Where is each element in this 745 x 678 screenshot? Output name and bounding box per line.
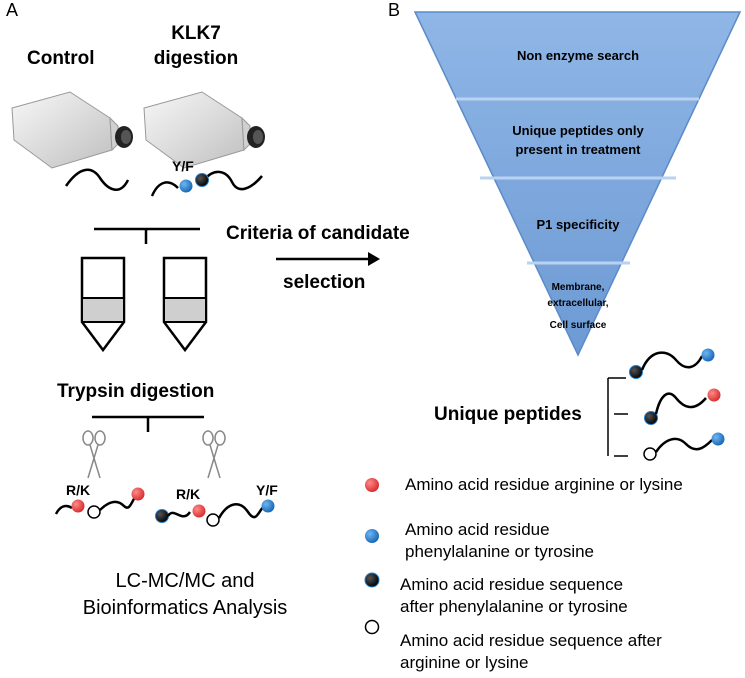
white-residue-dot bbox=[206, 513, 220, 527]
unique-peptide-3 bbox=[654, 437, 713, 453]
legend-blue-text-line1: Amino acid residue bbox=[405, 520, 550, 539]
funnel-step-4-line1: Membrane, bbox=[551, 282, 605, 293]
white-residue-dot bbox=[643, 447, 657, 461]
white-residue-dot bbox=[87, 505, 101, 519]
panel-a-letter: A bbox=[6, 0, 19, 20]
trypsin-peptide-2 bbox=[99, 495, 137, 511]
control-flask bbox=[11, 91, 133, 169]
legend-red-marker bbox=[365, 478, 379, 492]
funnel-step-2-line1: Unique peptides only bbox=[512, 123, 644, 138]
black-residue-dot bbox=[644, 411, 658, 425]
black-residue-dot bbox=[155, 509, 169, 523]
funnel-step-4-line2: extracellular, bbox=[547, 298, 609, 309]
funnel-step-1: Non enzyme search bbox=[516, 48, 640, 63]
rk-label-right: R/K bbox=[176, 486, 201, 502]
unique-peptides-bracket bbox=[607, 377, 628, 457]
merge-bracket-bottom bbox=[92, 415, 204, 432]
legend-white-text-line1: Amino acid residue sequence after bbox=[400, 631, 662, 650]
legend-black-text-line1: Amino acid residue sequence bbox=[400, 575, 624, 594]
unique-peptide-2 bbox=[654, 392, 707, 415]
control-peptide bbox=[64, 168, 130, 191]
yf-label-bottom: Y/F bbox=[256, 482, 278, 498]
blue-residue-dot bbox=[179, 179, 193, 193]
legend-black-text-line2: after phenylalanine or tyrosine bbox=[400, 597, 628, 616]
yf-label-top: Y/F bbox=[172, 158, 194, 174]
trypsin-peptide-1 bbox=[54, 504, 73, 515]
rk-label-left: R/K bbox=[66, 482, 91, 498]
scissors-icon bbox=[82, 430, 106, 479]
legend-red-text: Amino acid residue arginine or lysine bbox=[405, 475, 683, 494]
merge-bracket-top bbox=[94, 227, 200, 244]
selection-funnel bbox=[413, 11, 742, 357]
arrow-label-line1: Criteria of candidate bbox=[226, 223, 410, 244]
sample-tube-1 bbox=[80, 256, 126, 353]
analysis-label-line1: LC-MC/MC and bbox=[115, 570, 255, 592]
red-residue-dot bbox=[192, 504, 206, 518]
red-residue-dot bbox=[71, 499, 85, 513]
selection-arrow bbox=[276, 252, 380, 266]
legend-blue-marker bbox=[365, 529, 379, 543]
control-label: Control bbox=[27, 48, 95, 69]
black-residue-dot bbox=[629, 365, 643, 379]
blue-residue-dot bbox=[711, 432, 725, 446]
funnel-step-3: P1 specificity bbox=[536, 217, 620, 232]
legend-white-text-line2: arginine or lysine bbox=[400, 653, 529, 672]
blue-residue-dot bbox=[261, 499, 275, 513]
legend-white-marker bbox=[364, 619, 380, 635]
sample-tube-2 bbox=[162, 256, 208, 353]
unique-peptide-1 bbox=[640, 351, 704, 371]
trypsin-peptide-4 bbox=[217, 503, 265, 519]
red-residue-dot bbox=[131, 487, 145, 501]
klk7-label-line1: KLK7 bbox=[171, 23, 221, 44]
arrow-label-line2: selection bbox=[283, 272, 366, 293]
klk7-peptide-left bbox=[150, 181, 179, 197]
klk7-peptide-right bbox=[203, 170, 263, 191]
legend-blue-text-line2: phenylalanine or tyrosine bbox=[405, 542, 595, 561]
trypsin-label: Trypsin digestion bbox=[57, 381, 215, 402]
scissors-icon bbox=[202, 430, 226, 479]
unique-peptides-label: Unique peptides bbox=[434, 404, 582, 425]
analysis-label-line2: Bioinformatics Analysis bbox=[82, 597, 288, 619]
panel-b-letter: B bbox=[388, 0, 401, 20]
funnel-step-4-line3: Cell surface bbox=[549, 320, 607, 331]
legend-black-marker bbox=[364, 572, 380, 588]
black-residue-dot bbox=[195, 173, 209, 187]
trypsin-peptide-3 bbox=[166, 511, 192, 518]
klk7-flask bbox=[143, 91, 265, 169]
funnel-step-2-line2: present in treatment bbox=[515, 142, 641, 157]
red-residue-dot bbox=[707, 388, 721, 402]
blue-residue-dot bbox=[701, 348, 715, 362]
klk7-label-line2: digestion bbox=[153, 48, 239, 69]
